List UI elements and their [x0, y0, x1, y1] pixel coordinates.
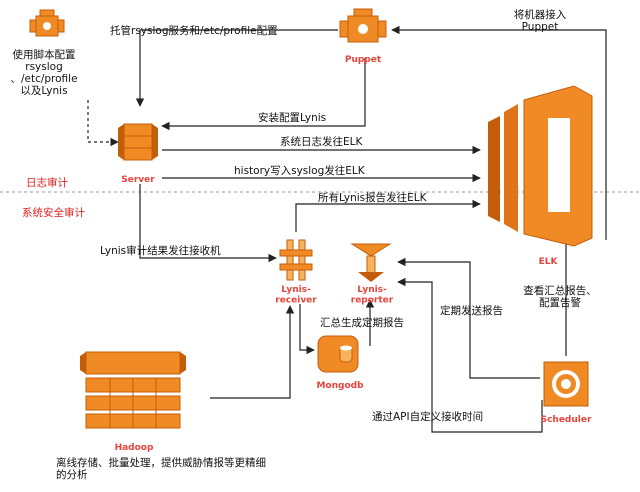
- text-line: 、/etc/profile: [10, 73, 77, 85]
- install-lynis-arrow: [161, 58, 366, 131]
- text-line: Lynis-: [357, 285, 387, 295]
- hosted-services-label: 托管rsyslog服务和/etc/profile配置: [110, 24, 278, 37]
- lynis-reporter-label: Lynis-reporter: [351, 285, 394, 305]
- section-label-log-audit: 日志审计: [26, 176, 68, 189]
- elk-node-label: ELK: [539, 257, 559, 267]
- text-line: Lynis-: [281, 285, 311, 295]
- receiver-to-mongodb-arrow: [299, 304, 315, 355]
- lynis-receiver-icon: [279, 239, 313, 281]
- scheduler-to-reporter-arrow: [397, 257, 540, 379]
- mongodb-node-label: Mongodb: [316, 381, 364, 391]
- text-line: reporter: [351, 295, 394, 305]
- scheduler-icon: [543, 361, 589, 407]
- text-line: 查看汇总报告、: [523, 284, 597, 297]
- hadoop-node-label: Hadoop: [115, 443, 154, 453]
- reports-to-elk-label: 所有Lynis报告发往ELK: [318, 191, 428, 204]
- text-line: Puppet: [522, 21, 559, 33]
- elk-icon: [488, 85, 593, 247]
- summary-report-label: 汇总生成定期报告: [320, 316, 404, 329]
- server-icon: [118, 123, 158, 161]
- api-time-label: 通过API自定义接收时间: [372, 410, 483, 423]
- text-line: 离线存储、批量处理，提供威胁情报等更精细: [56, 456, 266, 469]
- text-line: 配置告警: [539, 296, 581, 309]
- send-report-label: 定期发送报告: [440, 304, 503, 317]
- dashed-config-connector: [87, 100, 119, 147]
- scheduler-node-label: Scheduler: [541, 415, 592, 425]
- hadoop-to-receiver-arrow: [210, 305, 295, 399]
- syslog-to-elk-label: 系统日志发往ELK: [280, 135, 363, 148]
- mongodb-icon: [317, 335, 359, 373]
- puppet-to-server-arrow: [135, 29, 338, 107]
- hadoop-icon: [80, 351, 186, 429]
- text-line: 使用脚本配置: [13, 48, 76, 61]
- lynis-receiver-label: Lynis-receiver: [275, 285, 317, 305]
- puppet-icon-left: [29, 9, 65, 37]
- text-line: 将机器接入: [514, 8, 567, 21]
- api-time-arrow: [397, 277, 543, 433]
- history-to-elk-label: history写入syslog发往ELK: [234, 164, 366, 177]
- server-node-label: Server: [121, 175, 155, 185]
- text-line: 以及Lynis: [20, 85, 67, 97]
- text-line: 的分析: [56, 468, 88, 481]
- lynis-reporter-icon: [350, 243, 392, 282]
- audit-to-receiver-label: Lynis审计结果发往接收机: [100, 244, 221, 257]
- puppet-icon: [339, 8, 387, 43]
- elk-to-puppet-arrow: [391, 25, 607, 240]
- section-label-security-audit: 系统安全审计: [22, 206, 85, 219]
- reports-to-elk-arrow: [295, 199, 481, 232]
- install-lynis-label: 安装配置Lynis: [258, 111, 326, 124]
- server-to-receiver-arrow: [139, 184, 277, 263]
- view-summary-label: 查看汇总报告、配置告警: [523, 284, 597, 309]
- text-line: rsyslog: [25, 61, 62, 73]
- text-line: receiver: [275, 295, 317, 305]
- offline-storage-label: 离线存储、批量处理，提供威胁情报等更精细的分析: [56, 456, 266, 481]
- puppet-node-label: Puppet: [345, 55, 382, 65]
